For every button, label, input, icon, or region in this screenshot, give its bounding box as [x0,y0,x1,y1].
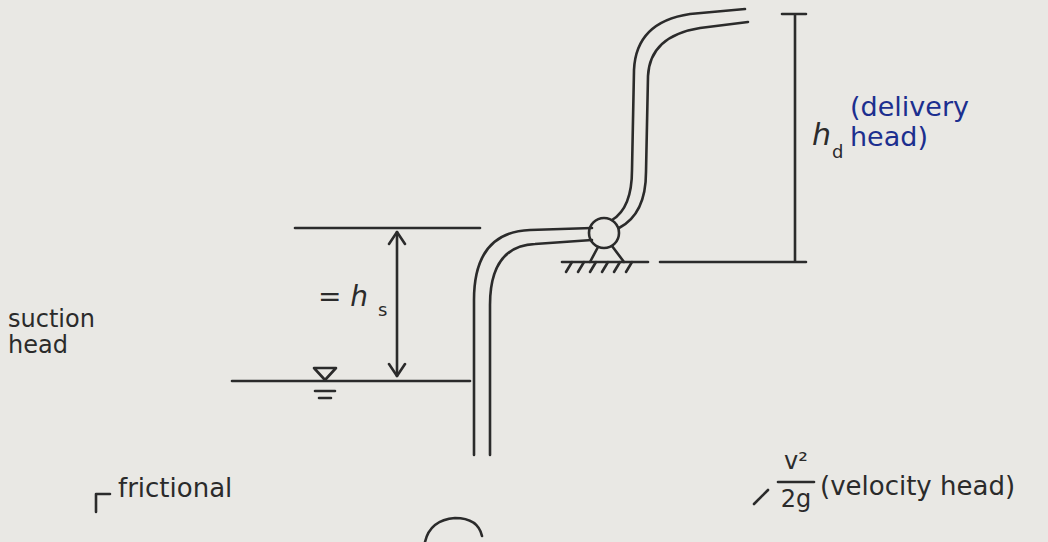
head-note: suction head [8,306,98,359]
head-note: (velocity head) [820,472,1015,501]
formula-part: 2g [781,486,812,512]
pump-support [590,246,624,262]
water-symbol [315,391,335,398]
level-line [295,227,480,230]
suction-pipe [490,240,592,455]
head-symbol: h [812,118,831,151]
bracket-mark [96,494,110,512]
subscript: s [378,300,387,320]
fraction-bar [778,481,814,484]
head-note: (delivery head) [850,92,990,151]
pump-symbol [589,218,619,248]
sketch-curve [425,518,482,542]
leader-line [754,490,768,504]
water-surface [232,380,470,383]
dimension-line [660,14,806,262]
head-symbol: = h [318,282,368,313]
water-symbol [314,368,336,380]
delivery-pipe [619,22,748,228]
formula-part: v² [784,448,808,474]
dimension-line [396,232,399,376]
subscript: d [832,142,843,162]
ground-hatch [566,262,632,272]
delivery-pipe [612,9,745,220]
ground-line [562,261,648,264]
arrowhead [389,232,405,376]
loss-label: frictional [118,474,232,503]
